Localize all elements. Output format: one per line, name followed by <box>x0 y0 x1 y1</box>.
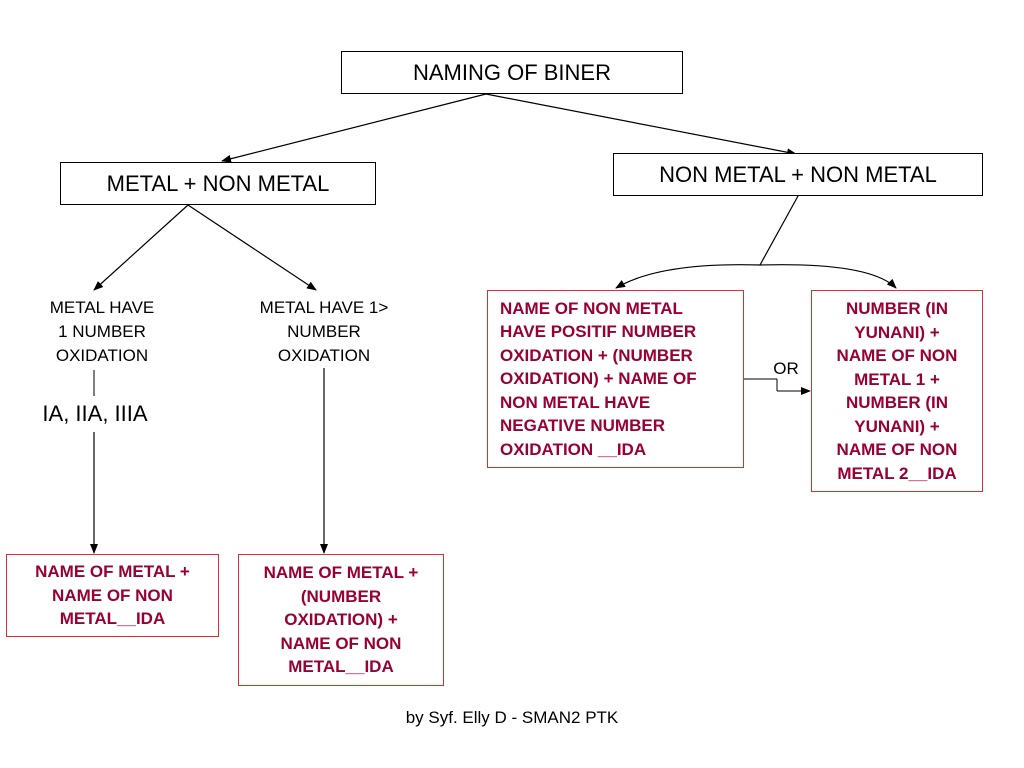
arrow-metal-to-case-many <box>187 204 317 291</box>
arrow-nonmetal-to-rule-a <box>615 264 761 289</box>
metal-branch-label: METAL + NON METAL <box>106 170 330 196</box>
root-node-label: NAMING OF BINER <box>412 59 611 85</box>
rule-metal-one-oxidation-text: NAME OF METAL + NAME OF NON METAL__IDA <box>35 562 190 629</box>
case-many-label: METAL HAVE 1> NUMBER OXIDATION <box>259 298 389 365</box>
arrow-metal-to-case-one <box>93 204 189 291</box>
rule-nonmetal-positive-oxidation: NAME OF NON METAL HAVE POSITIF NUMBER OX… <box>487 290 744 468</box>
nonmetal-branch-label: NON METAL + NON METAL <box>659 161 937 187</box>
rule-metal-one-oxidation: NAME OF METAL + NAME OF NON METAL__IDA <box>6 554 219 637</box>
or-label: OR <box>773 359 799 378</box>
metal-branch-node: METAL + NON METAL <box>60 162 376 205</box>
arrow-nonmetal-to-rule-b <box>759 264 897 289</box>
arrow-root-to-nonmetal <box>485 93 797 157</box>
arrow-root-to-metal <box>221 93 487 163</box>
nonmetal-branch-node: NON METAL + NON METAL <box>613 153 983 196</box>
rule-metal-many-oxidation-text: NAME OF METAL + (NUMBER OXIDATION) + NAM… <box>263 563 419 677</box>
line-nonmetal-down <box>759 195 799 266</box>
rule-nonmetal-greek-number: NUMBER (IN YUNANI) + NAME OF NON METAL 1… <box>811 290 983 492</box>
case-groups-label: IA, IIA, IIIA <box>42 401 148 426</box>
rule-metal-many-oxidation: NAME OF METAL + (NUMBER OXIDATION) + NAM… <box>238 554 444 686</box>
footer-credit: by Syf. Elly D - SMAN2 PTK <box>405 708 619 727</box>
case-one-label: METAL HAVE 1 NUMBER OXIDATION <box>49 298 155 365</box>
root-node: NAMING OF BINER <box>341 51 683 94</box>
rule-nonmetal-positive-oxidation-text: NAME OF NON METAL HAVE POSITIF NUMBER OX… <box>500 298 697 459</box>
rule-nonmetal-greek-number-text: NUMBER (IN YUNANI) + NAME OF NON METAL 1… <box>836 299 958 483</box>
